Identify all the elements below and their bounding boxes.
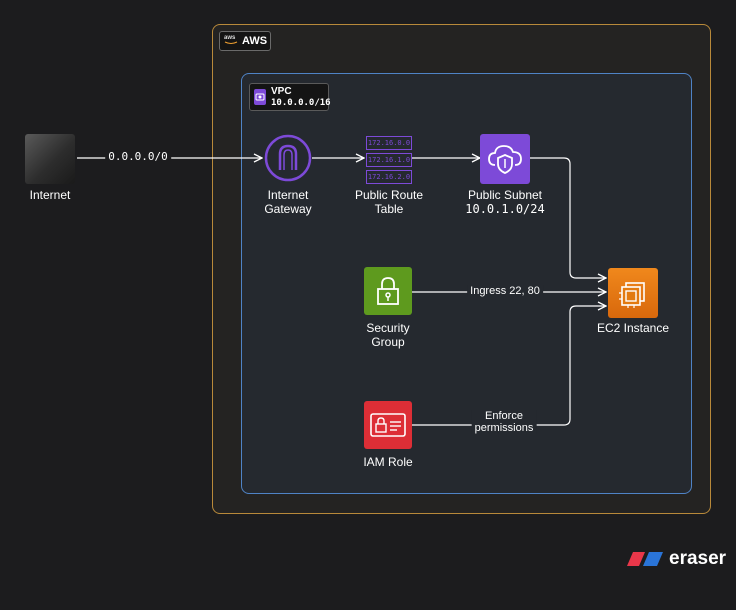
edge-subnet-ec2 <box>530 157 606 278</box>
route-table-icon: 172.16.0.0 172.16.1.0 172.16.2.0 <box>366 136 412 184</box>
edge-label-ingress: Ingress 22, 80 <box>467 285 543 297</box>
route-table-row: 172.16.2.0 <box>366 170 412 184</box>
route-table-row: 172.16.1.0 <box>366 153 412 167</box>
eraser-brand: eraser <box>627 548 726 570</box>
eraser-brand-name: eraser <box>669 548 727 569</box>
eraser-logo-icon <box>627 552 663 566</box>
edge-iam-ec2 <box>412 306 606 426</box>
security-group-icon <box>364 267 412 315</box>
public-subnet-icon <box>480 134 530 184</box>
iam-role-icon <box>364 401 412 449</box>
iam-role-label: IAM Role <box>363 455 413 469</box>
internet-label: Internet <box>29 188 71 202</box>
vpc-icon <box>254 89 266 105</box>
internet-icon <box>25 134 75 184</box>
internet-gateway-icon <box>264 134 312 182</box>
vpc-cidr: 10.0.0.0/16 <box>271 97 331 108</box>
route-table-row: 172.16.0.0 <box>366 136 412 150</box>
aws-logo-icon: aws <box>224 35 238 47</box>
aws-group-tag: aws AWS <box>219 31 271 51</box>
vpc-label: VPC <box>271 85 292 97</box>
edge-label-route: 0.0.0.0/0 <box>105 151 171 163</box>
vpc-group-tag: VPC 10.0.0.0/16 <box>249 83 331 111</box>
ec2-instance-icon <box>608 268 658 318</box>
aws-group-label: AWS <box>242 35 268 47</box>
ec2-instance-label: EC2 Instance <box>596 321 670 335</box>
